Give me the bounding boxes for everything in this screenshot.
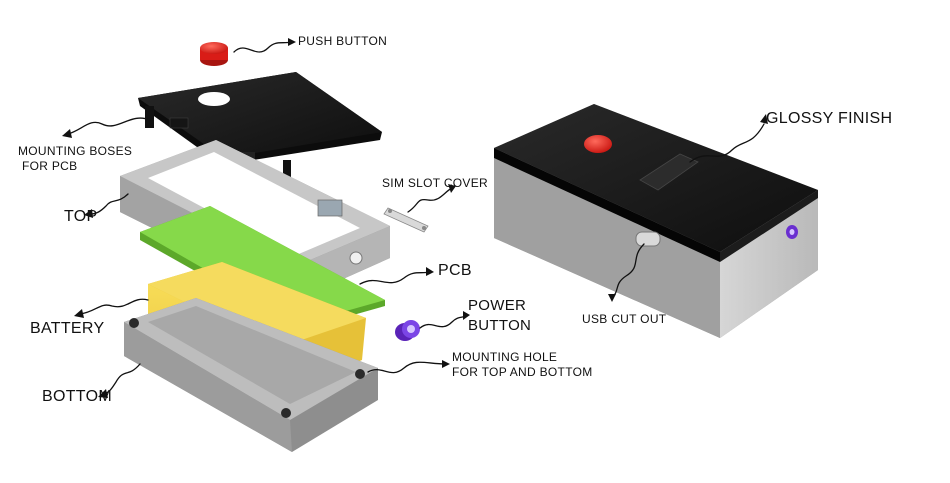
leader-bottom [103, 363, 141, 395]
leader-pcb [359, 271, 431, 285]
callout-leaders [67, 41, 765, 395]
label-mounting-hole-line2: FOR TOP AND BOTTOM [452, 365, 593, 379]
label-mounting-boses-line2: FOR PCB [22, 159, 78, 173]
leader-mounting-boses [67, 117, 151, 135]
leader-battery [79, 298, 149, 315]
label-bottom: BOTTOM [42, 388, 112, 405]
label-sim-slot-cover: SIM SLOT COVER [382, 176, 489, 190]
leader-usb [611, 243, 645, 299]
label-top: TOP [64, 208, 98, 225]
label-power-button-line2: BUTTON [468, 317, 532, 334]
label-power-button-line1: POWER [468, 297, 527, 314]
push-button-part [200, 42, 228, 66]
label-mounting-hole-line1: MOUNTING HOLE [452, 350, 558, 364]
bottom-base-part [124, 298, 378, 452]
leader-sim-slot [407, 187, 453, 213]
label-push-button: PUSH BUTTON [298, 34, 388, 48]
label-usb-cut-out: USB CUT OUT [582, 312, 667, 326]
leader-glossy [689, 123, 765, 163]
leader-power-button [419, 315, 467, 329]
leader-push-button [233, 41, 293, 53]
assembled-enclosure [494, 104, 818, 338]
label-pcb: PCB [438, 262, 472, 279]
leader-mounting-hole [367, 361, 447, 374]
power-button-part [395, 320, 420, 341]
label-mounting-boses-line1: MOUNTING BOSES [18, 144, 133, 158]
sim-slot-cover-part [383, 207, 429, 233]
label-glossy-finish: GLOSSY FINISH [766, 110, 893, 127]
label-mounting-hole: MOUNTING HOLE FOR TOP AND BOTTOM [452, 350, 593, 380]
label-battery: BATTERY [30, 320, 105, 337]
label-power-button: POWER BUTTON [468, 296, 531, 336]
leader-arrowheads [62, 38, 768, 398]
label-mounting-boses: MOUNTING BOSES FOR PCB [18, 144, 132, 174]
leader-top [89, 193, 129, 215]
